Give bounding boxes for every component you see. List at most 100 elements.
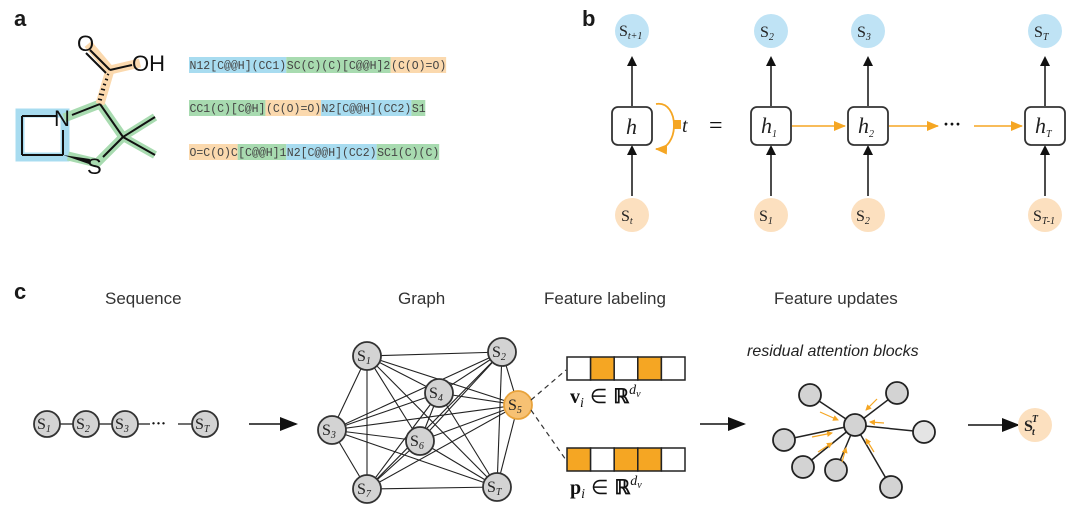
graph-edge	[366, 355, 498, 488]
attention-center-node	[843, 413, 867, 437]
graph-node	[487, 337, 517, 367]
attention-neighbor-node	[885, 381, 909, 405]
atom-nitrogen: N	[54, 106, 70, 131]
graph-edges	[331, 351, 519, 490]
smiles-segment: O=C(O)C	[190, 147, 238, 160]
feature-cell-filled	[566, 447, 592, 472]
attention-message-arrow	[841, 447, 848, 463]
smiles-row: N12[C@@H](CC1)SC(C)(C)[C@@H]2(C(O)=O)	[189, 57, 446, 73]
graph-node-label: ST	[487, 479, 503, 498]
node-output-label: S2	[760, 24, 774, 43]
node-input-label: S1	[759, 208, 773, 227]
ellipsis: ···	[943, 114, 961, 134]
graph-node	[352, 474, 382, 504]
smiles-segment: (C(O)=O)	[391, 60, 446, 73]
attention-edge	[854, 424, 892, 488]
attention-message-arrow	[869, 419, 885, 426]
graph-edge	[366, 351, 503, 357]
feature-cell-filled	[637, 356, 663, 381]
node-input	[754, 198, 788, 232]
hidden-state-label: h	[626, 114, 637, 139]
graph-node-label: S4	[429, 385, 443, 404]
dashed-line-to-p	[530, 409, 567, 461]
sequence-node-label: S1	[37, 416, 51, 435]
graph-edge	[496, 351, 503, 488]
equals-sign: =	[709, 113, 723, 139]
panel-label-a: a	[14, 6, 27, 31]
highlight-blue-ring	[15, 108, 70, 162]
panel-label-c: c	[14, 279, 26, 304]
feature-cell-empty	[660, 356, 686, 381]
title-sequence: Sequence	[105, 289, 182, 308]
smiles-highlight-blue	[286, 144, 377, 160]
attention-message-arrow	[865, 438, 875, 453]
graph-node	[482, 472, 512, 502]
hidden-state-box	[611, 106, 653, 146]
smiles-segment: N2[C@@H](CC2)	[287, 147, 377, 160]
sequence-node	[33, 410, 61, 438]
sequence-node-label: S3	[115, 416, 129, 435]
smiles-segment: (C(O)=O)	[266, 103, 321, 116]
smiles-highlight-orange	[390, 57, 447, 73]
graph-node-highlighted	[503, 390, 533, 420]
smiles-highlight-green	[189, 100, 266, 116]
graph-edge	[331, 429, 498, 488]
sequence-node	[72, 410, 100, 438]
hidden-state-label: h1	[761, 113, 777, 140]
node-output-label: S3	[857, 24, 871, 43]
attention-message-arrow	[865, 398, 878, 411]
smiles-highlight-orange	[265, 100, 322, 116]
highlight-orange-carboxyl	[95, 68, 115, 106]
smiles-segment: CC1(C)[C@H]	[190, 103, 266, 116]
graph-node	[317, 415, 347, 445]
feature-vector-v: vi∈ℝdv	[566, 356, 686, 411]
graph-edge	[366, 392, 440, 490]
graph-node-label: S1	[357, 348, 371, 367]
node-input	[851, 198, 885, 232]
graph-edge	[419, 404, 519, 442]
node-output	[851, 14, 885, 48]
graph-node	[405, 426, 435, 456]
dashed-line-to-v	[530, 369, 567, 401]
feature-cell-filled	[637, 447, 663, 472]
attention-neighbor-node	[912, 420, 936, 444]
graph-edge	[366, 351, 503, 490]
smiles-highlight-green	[237, 144, 287, 160]
graph-edge	[331, 392, 440, 431]
smiles-segment: N12[C@@H](CC1)	[190, 60, 287, 73]
smiles-strings: N12[C@@H](CC1)SC(C)(C)[C@@H]2(C(O)=O)CC1…	[189, 57, 446, 160]
smiles-segment: S1	[412, 103, 426, 116]
feature-cell-filled	[589, 356, 615, 381]
rnn-rolled: St+1 h St t =	[611, 14, 723, 232]
smiles-segment: SC(C)(C)[C@@H]2	[287, 60, 391, 73]
hidden-state-box	[847, 106, 889, 146]
graph-edge	[331, 351, 503, 431]
atom-hydroxyl: OH	[132, 51, 165, 76]
hidden-state-label: hT	[1035, 113, 1053, 140]
attention-neighbor-node	[772, 428, 796, 452]
smiles-row: CC1(C)[C@H](C(O)=O)N2[C@@H](CC2)S1	[189, 100, 426, 116]
sequence-node-label: ST	[195, 416, 211, 435]
hidden-state-box	[750, 106, 792, 146]
hidden-state-label: h2	[858, 113, 874, 140]
node-output	[1028, 14, 1062, 48]
graph-edge	[419, 440, 498, 488]
sequence-node-label: S2	[76, 416, 90, 435]
attention-message-arrow	[811, 431, 833, 438]
graph-node-label: S7	[357, 481, 372, 500]
attention-neighbor-node	[879, 475, 903, 499]
title-graph: Graph	[398, 289, 445, 308]
graph-edge	[366, 404, 519, 490]
attention-message-arrow	[817, 442, 833, 453]
graph-node-label: S5	[508, 397, 522, 416]
graph-node	[352, 341, 382, 371]
node-input-label: S2	[856, 208, 870, 227]
graph-edge	[366, 486, 498, 490]
